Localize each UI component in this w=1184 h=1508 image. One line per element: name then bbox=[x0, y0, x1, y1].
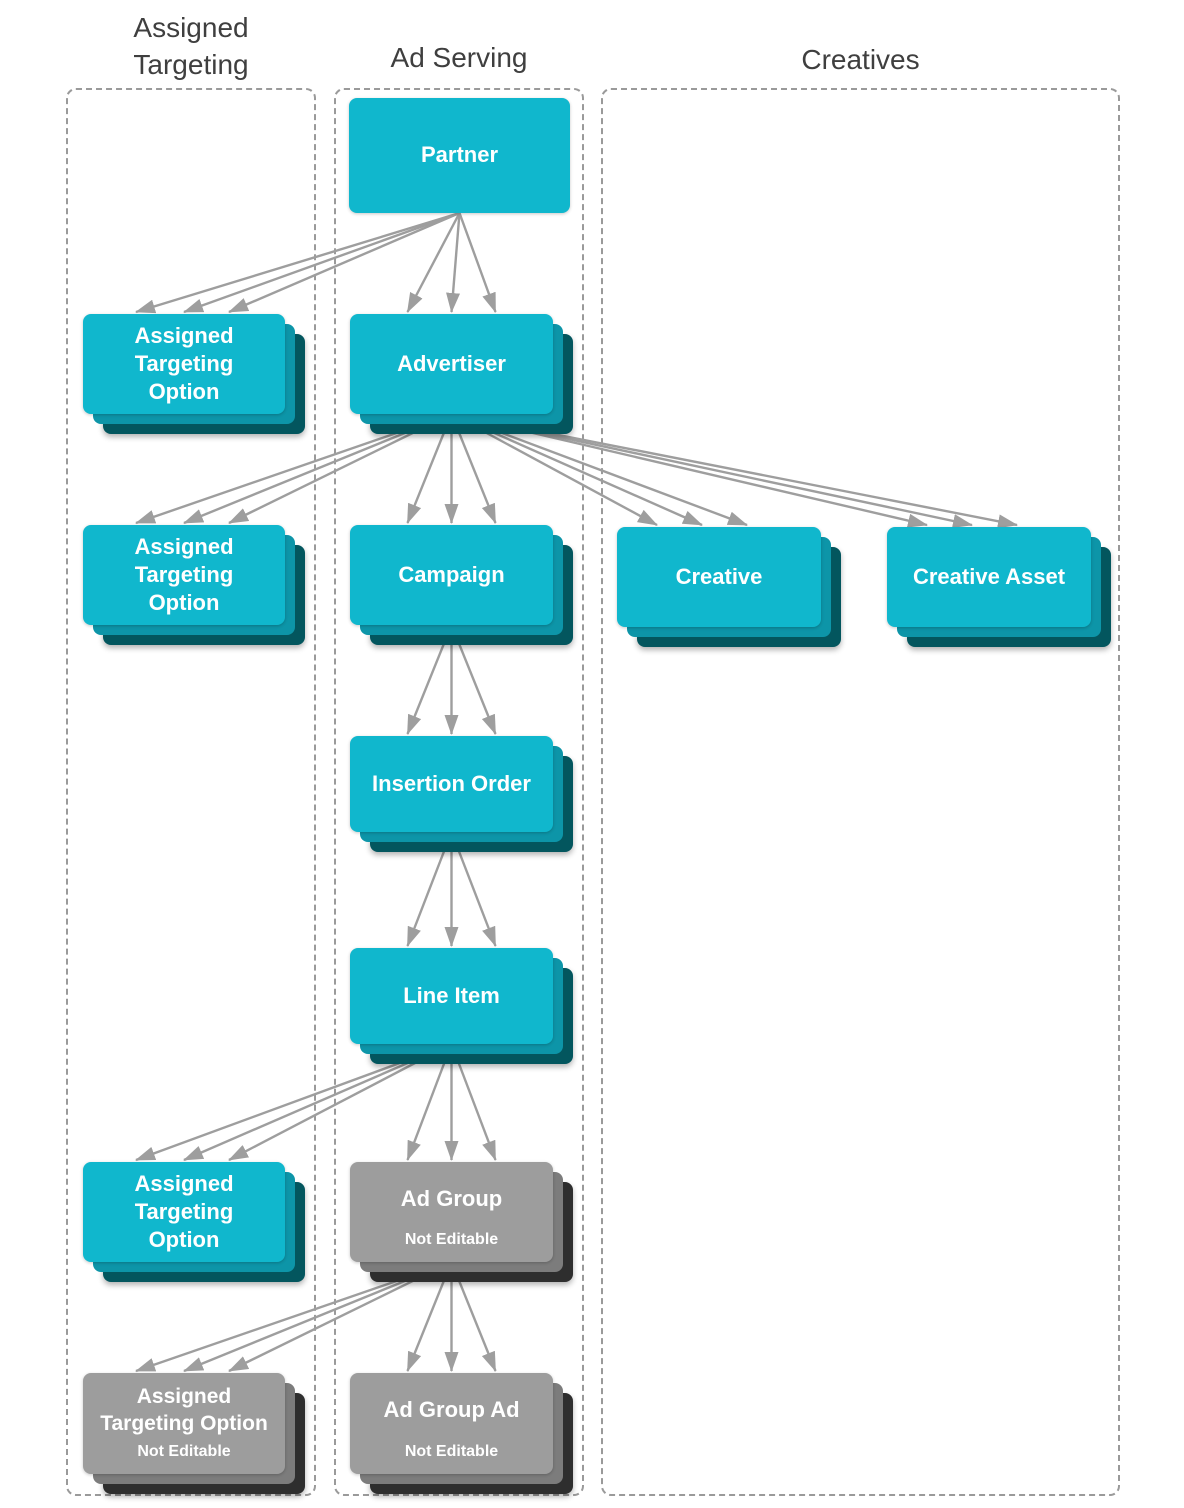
line-item-card: Line Item bbox=[350, 948, 553, 1044]
advertiser-card: Advertiser bbox=[350, 314, 553, 414]
assigned-targeting-option-label: Assigned Targeting Option bbox=[134, 533, 234, 616]
node-insertion-order: Insertion Order bbox=[350, 736, 573, 852]
node-ad-group-ad: Ad Group Ad Not Editable bbox=[350, 1373, 573, 1494]
assigned-targeting-option-label: Assigned Targeting Option bbox=[134, 1170, 234, 1253]
creative-asset-card: Creative Asset bbox=[887, 527, 1091, 627]
partner-label: Partner bbox=[420, 142, 499, 168]
node-assigned-targeting-option-ad-group: Assigned Targeting Option Not Editable bbox=[83, 1373, 305, 1494]
creative-label: Creative bbox=[675, 563, 763, 589]
advertiser-label: Advertiser bbox=[397, 350, 506, 376]
node-ad-group: Ad Group Not Editable bbox=[350, 1162, 573, 1282]
creative-card: Creative bbox=[617, 527, 821, 627]
heading-ad-serving: Ad Serving bbox=[390, 42, 528, 73]
node-creative-asset: Creative Asset bbox=[887, 527, 1111, 647]
assigned-targeting-option-card: Assigned Targeting Option bbox=[83, 1162, 285, 1262]
node-assigned-targeting-option-advertiser: Assigned Targeting Option bbox=[83, 525, 305, 645]
ad-group-not-editable-badge: Not Editable bbox=[404, 1231, 499, 1248]
ad-group-ad-label: Ad Group Ad bbox=[383, 1397, 520, 1423]
assigned-targeting-option-label: Assigned Targeting Option bbox=[100, 1384, 268, 1435]
assigned-targeting-option-label: Assigned Targeting Option bbox=[134, 322, 234, 405]
line-item-label: Line Item bbox=[403, 982, 500, 1008]
heading-assigned-targeting: Assigned Targeting bbox=[133, 12, 249, 80]
column-assigned-targeting bbox=[66, 88, 316, 1496]
node-advertiser: Advertiser bbox=[350, 314, 573, 434]
creative-asset-label: Creative Asset bbox=[912, 563, 1066, 589]
ad-group-ad-not-editable-badge: Not Editable bbox=[404, 1443, 499, 1460]
heading-creatives: Creatives bbox=[801, 44, 920, 75]
insertion-order-card: Insertion Order bbox=[350, 736, 553, 832]
column-ad-serving bbox=[334, 88, 584, 1496]
ad-group-card: Ad Group Not Editable bbox=[350, 1162, 553, 1262]
assigned-targeting-option-not-editable-badge: Not Editable bbox=[137, 1443, 231, 1460]
node-creative: Creative bbox=[617, 527, 841, 647]
node-campaign: Campaign bbox=[350, 525, 573, 645]
ad-group-ad-card: Ad Group Ad Not Editable bbox=[350, 1373, 553, 1474]
assigned-targeting-option-card: Assigned Targeting Option bbox=[83, 525, 285, 625]
node-line-item: Line Item bbox=[350, 948, 573, 1064]
assigned-targeting-option-card: Assigned Targeting Option bbox=[83, 314, 285, 414]
column-creatives bbox=[601, 88, 1120, 1496]
node-partner: Partner bbox=[349, 98, 570, 213]
partner-card: Partner bbox=[349, 98, 570, 213]
node-assigned-targeting-option-partner: Assigned Targeting Option bbox=[83, 314, 305, 434]
campaign-card: Campaign bbox=[350, 525, 553, 625]
campaign-label: Campaign bbox=[398, 561, 505, 587]
ad-group-label: Ad Group bbox=[400, 1185, 503, 1211]
node-assigned-targeting-option-line-item: Assigned Targeting Option bbox=[83, 1162, 305, 1282]
assigned-targeting-option-card: Assigned Targeting Option Not Editable bbox=[83, 1373, 285, 1474]
insertion-order-label: Insertion Order bbox=[372, 770, 531, 796]
